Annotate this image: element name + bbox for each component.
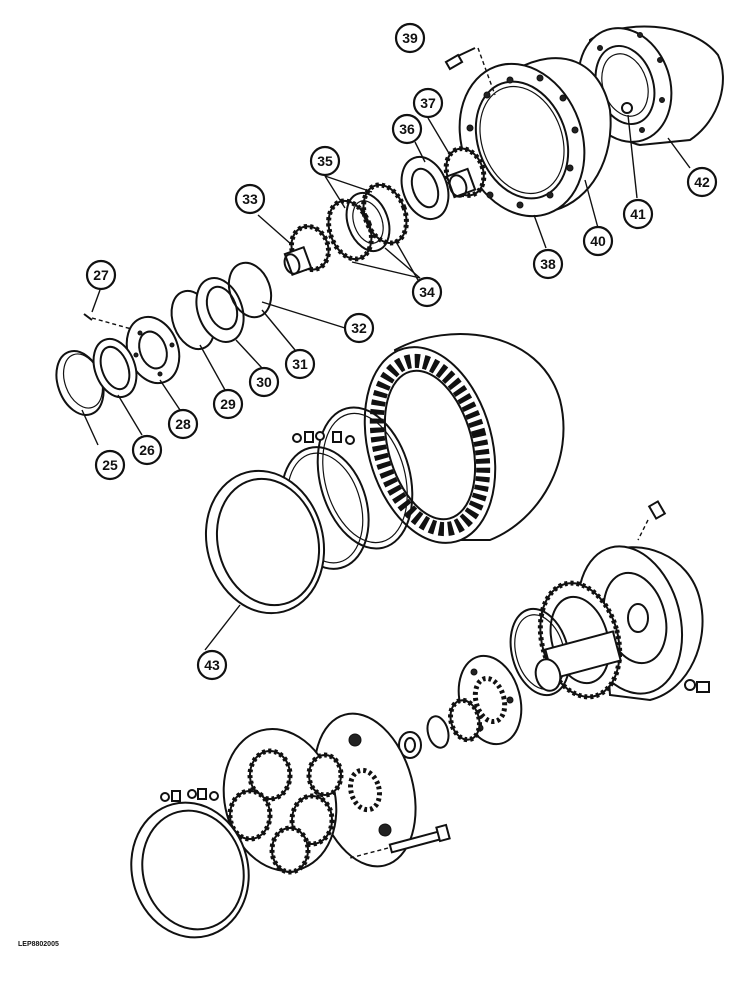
part-small-gear — [448, 697, 482, 743]
callout-label: 32 — [351, 320, 367, 336]
callout-label: 25 — [102, 457, 118, 473]
callout-25: 25 — [94, 449, 126, 481]
part-29-32-seal-rings — [170, 261, 273, 351]
callout-29: 29 — [212, 388, 244, 420]
callout-label: 34 — [419, 284, 435, 300]
part-27-set-screw — [83, 313, 136, 331]
part-37-sun-gear — [443, 146, 487, 199]
callout-label: 26 — [139, 442, 155, 458]
callout-41: 41 — [622, 198, 654, 230]
callout-36: 36 — [391, 113, 423, 145]
callout-30: 30 — [248, 366, 280, 398]
callout-label: 37 — [420, 95, 436, 111]
part-43-floating-seal — [204, 469, 326, 615]
leader-lines — [81, 114, 691, 651]
callout-33: 33 — [234, 183, 266, 215]
callout-28: 28 — [167, 408, 199, 440]
callout-label: 39 — [402, 30, 418, 46]
callout-label: 33 — [242, 191, 258, 207]
part-ring-gear-housing — [363, 333, 565, 544]
callout-label: 41 — [630, 206, 646, 222]
callout-label: 40 — [590, 233, 606, 249]
callout-label: 31 — [292, 356, 308, 372]
callout-34: 34 — [411, 276, 443, 308]
part-28-retainer-plate — [125, 315, 181, 385]
callout-label: 35 — [317, 153, 333, 169]
callout-40: 40 — [582, 225, 614, 257]
part-lower-washers — [160, 788, 219, 802]
callout-label: 36 — [399, 121, 415, 137]
callout-label: 42 — [694, 174, 710, 190]
callout-label: 27 — [93, 267, 109, 283]
part-lower-floating-seal — [130, 801, 250, 939]
part-38-carrier-housing — [458, 57, 612, 218]
part-25-26-snap-rings — [55, 337, 138, 416]
callout-26: 26 — [131, 434, 163, 466]
callout-label: 28 — [175, 416, 191, 432]
part-33-pinion — [283, 223, 332, 277]
part-bolt-long — [349, 823, 451, 859]
callout-27: 27 — [85, 259, 117, 291]
callout-label: 30 — [256, 374, 272, 390]
callout-label: 38 — [540, 256, 556, 272]
callout-37: 37 — [412, 87, 444, 119]
callout-35: 35 — [309, 145, 341, 177]
callout-31: 31 — [284, 348, 316, 380]
part-ring-seals — [280, 406, 414, 570]
part-planet-gears — [222, 728, 344, 875]
callout-43: 43 — [196, 649, 228, 681]
callout-label: 29 — [220, 396, 236, 412]
callout-32: 32 — [343, 312, 375, 344]
callout-42: 42 — [686, 166, 718, 198]
part-36-thrust-washer — [400, 156, 450, 220]
part-39-bolt — [444, 47, 496, 96]
callout-label: 43 — [204, 657, 220, 673]
part-snap-ring-small — [398, 715, 450, 759]
callout-38: 38 — [532, 248, 564, 280]
part-34-35-friction-discs — [326, 182, 409, 262]
figure-reference-code: LEP8802005 — [18, 941, 59, 948]
callout-39: 39 — [394, 22, 426, 54]
part-output-shaft — [534, 630, 622, 692]
